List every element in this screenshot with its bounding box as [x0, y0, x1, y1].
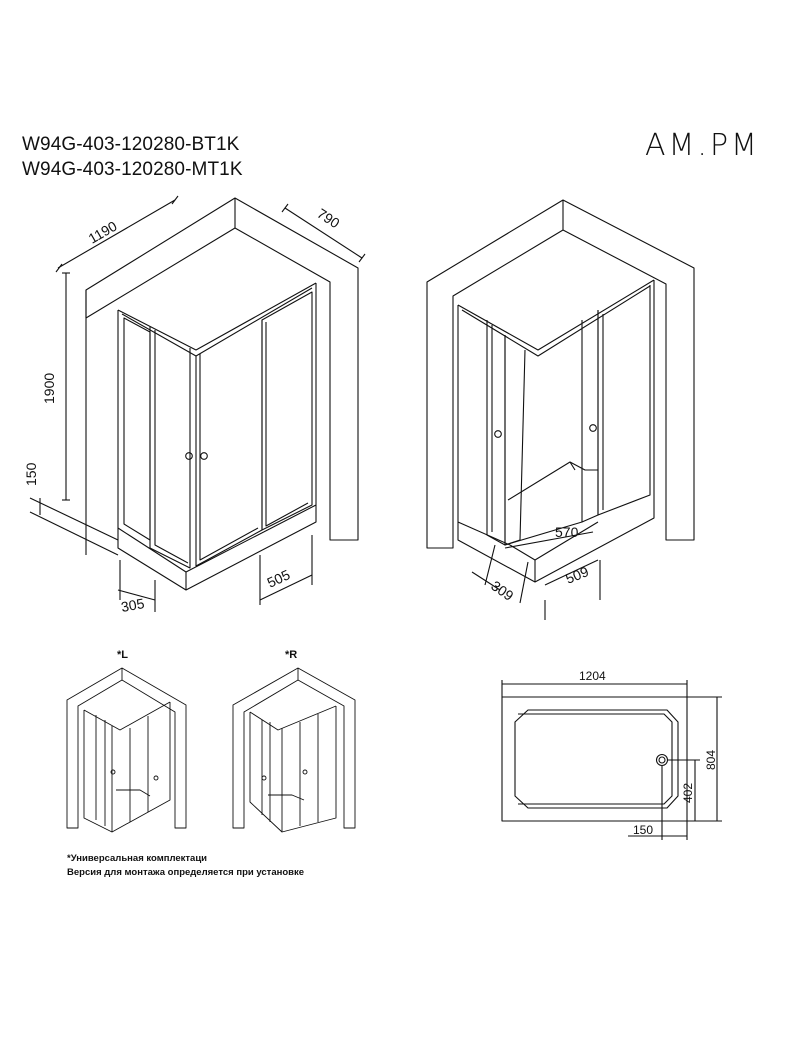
note-line-1: *Универсальная комплектаци: [67, 853, 208, 864]
installation-note: *Универсальная комплектаци Версия для мо…: [67, 852, 304, 880]
dim-door-left: 305: [120, 595, 146, 615]
dim-height: 1900: [41, 373, 57, 404]
main-view-left: [29, 195, 366, 612]
note-line-2: Версия для монтажа определяется при уста…: [67, 867, 305, 878]
dim-drain-offset-x: 150: [633, 823, 653, 837]
dim-entry-left: 309: [488, 577, 516, 604]
variant-l-view: [66, 667, 187, 833]
model-numbers: W94G-403-120280-BT1K W94G-403-120280-MT1…: [22, 132, 243, 182]
dim-entry-diagonal: 570: [555, 524, 579, 540]
dim-tray-height: 150: [23, 462, 39, 486]
dim-depth: 790: [314, 205, 342, 231]
dim-drain-offset-y: 402: [681, 783, 695, 803]
variant-r-label: *R: [285, 649, 297, 661]
variant-r-view: [232, 667, 356, 833]
model-number-bt1k: W94G-403-120280-BT1K: [22, 134, 240, 155]
dim-door-right: 505: [265, 566, 293, 590]
brand-logo: AM.PM: [645, 128, 760, 163]
variant-l-label: *L: [117, 649, 128, 661]
main-view-right: [426, 199, 695, 620]
dim-tray-width: 1204: [579, 669, 606, 683]
tray-plan-view: [501, 680, 722, 840]
model-number-mt1k: W94G-403-120280-MT1K: [22, 159, 243, 180]
dim-tray-depth: 804: [704, 750, 718, 770]
dim-entry-right: 509: [563, 563, 591, 587]
